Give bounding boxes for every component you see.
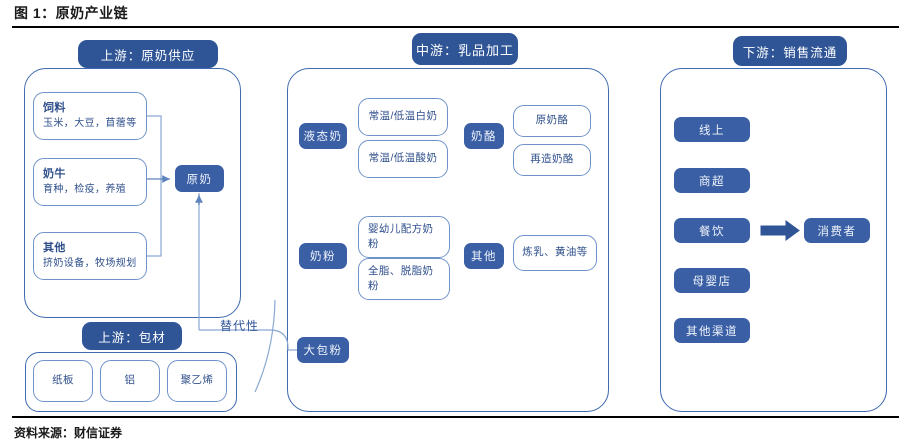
page-title: 图 1：原奶产业链 <box>14 5 129 21</box>
upstream-item-other-title: 其他 <box>43 241 66 254</box>
midstream-item-condensed-butter: 炼乳、黄油等 <box>513 235 597 271</box>
upstream-item-cow-sub: 育种，检疫，养殖 <box>43 183 127 195</box>
packaging-item-aluminum: 铝 <box>100 360 160 402</box>
downstream-channel-online: 线上 <box>674 117 750 142</box>
midstream-item-natural-cheese: 原奶酪 <box>513 105 591 137</box>
consumer-box: 消费者 <box>804 218 870 243</box>
divider-bottom <box>12 416 899 418</box>
divider-top <box>12 26 899 28</box>
downstream-channel-supermarket: 商超 <box>674 168 750 193</box>
midstream-group-liquid-milk: 液态奶 <box>299 123 347 149</box>
midstream-group-other: 其他 <box>464 243 504 269</box>
midstream-item-infant-formula: 婴幼儿配方奶粉 <box>358 216 450 258</box>
substitution-label: 替代性 <box>220 319 260 333</box>
source-note: 资料来源：财信证券 <box>14 426 123 440</box>
section-header-upstream-packaging: 上游：包材 <box>82 322 182 350</box>
section-header-upstream-supply: 上游：原奶供应 <box>78 40 218 68</box>
midstream-item-yogurt: 常温/低温酸奶 <box>358 140 448 178</box>
downstream-channel-other: 其他渠道 <box>674 318 750 343</box>
upstream-item-feed-title: 饲料 <box>43 101 66 114</box>
upstream-item-cow: 奶牛 育种，检疫，养殖 <box>33 158 147 206</box>
downstream-channel-catering: 餐饮 <box>674 218 750 243</box>
packaging-item-polyethylene: 聚乙烯 <box>167 360 227 402</box>
upstream-item-feed: 饲料 玉米，大豆，苜蓿等 <box>33 92 147 140</box>
bulk-powder-box: 大包粉 <box>297 337 349 363</box>
midstream-item-white-milk: 常温/低温白奶 <box>358 98 448 136</box>
packaging-item-paperboard: 纸板 <box>33 360 93 402</box>
upstream-item-other-sub: 挤奶设备，牧场规划 <box>43 257 137 269</box>
section-header-midstream: 中游：乳品加工 <box>412 33 518 65</box>
midstream-item-processed-cheese: 再造奶酪 <box>513 144 591 176</box>
upstream-item-cow-title: 奶牛 <box>43 167 66 180</box>
upstream-item-feed-sub: 玉米，大豆，苜蓿等 <box>43 117 137 129</box>
upstream-item-other: 其他 挤奶设备，牧场规划 <box>33 232 147 280</box>
downstream-channel-maternal-store: 母婴店 <box>674 268 750 293</box>
midstream-item-whole-skim-powder: 全脂、脱脂奶粉 <box>358 258 450 300</box>
midstream-group-milk-powder: 奶粉 <box>299 243 347 269</box>
section-header-downstream: 下游：销售流通 <box>733 36 847 66</box>
raw-milk-box: 原奶 <box>175 165 224 192</box>
midstream-group-cheese: 奶酪 <box>464 123 504 149</box>
